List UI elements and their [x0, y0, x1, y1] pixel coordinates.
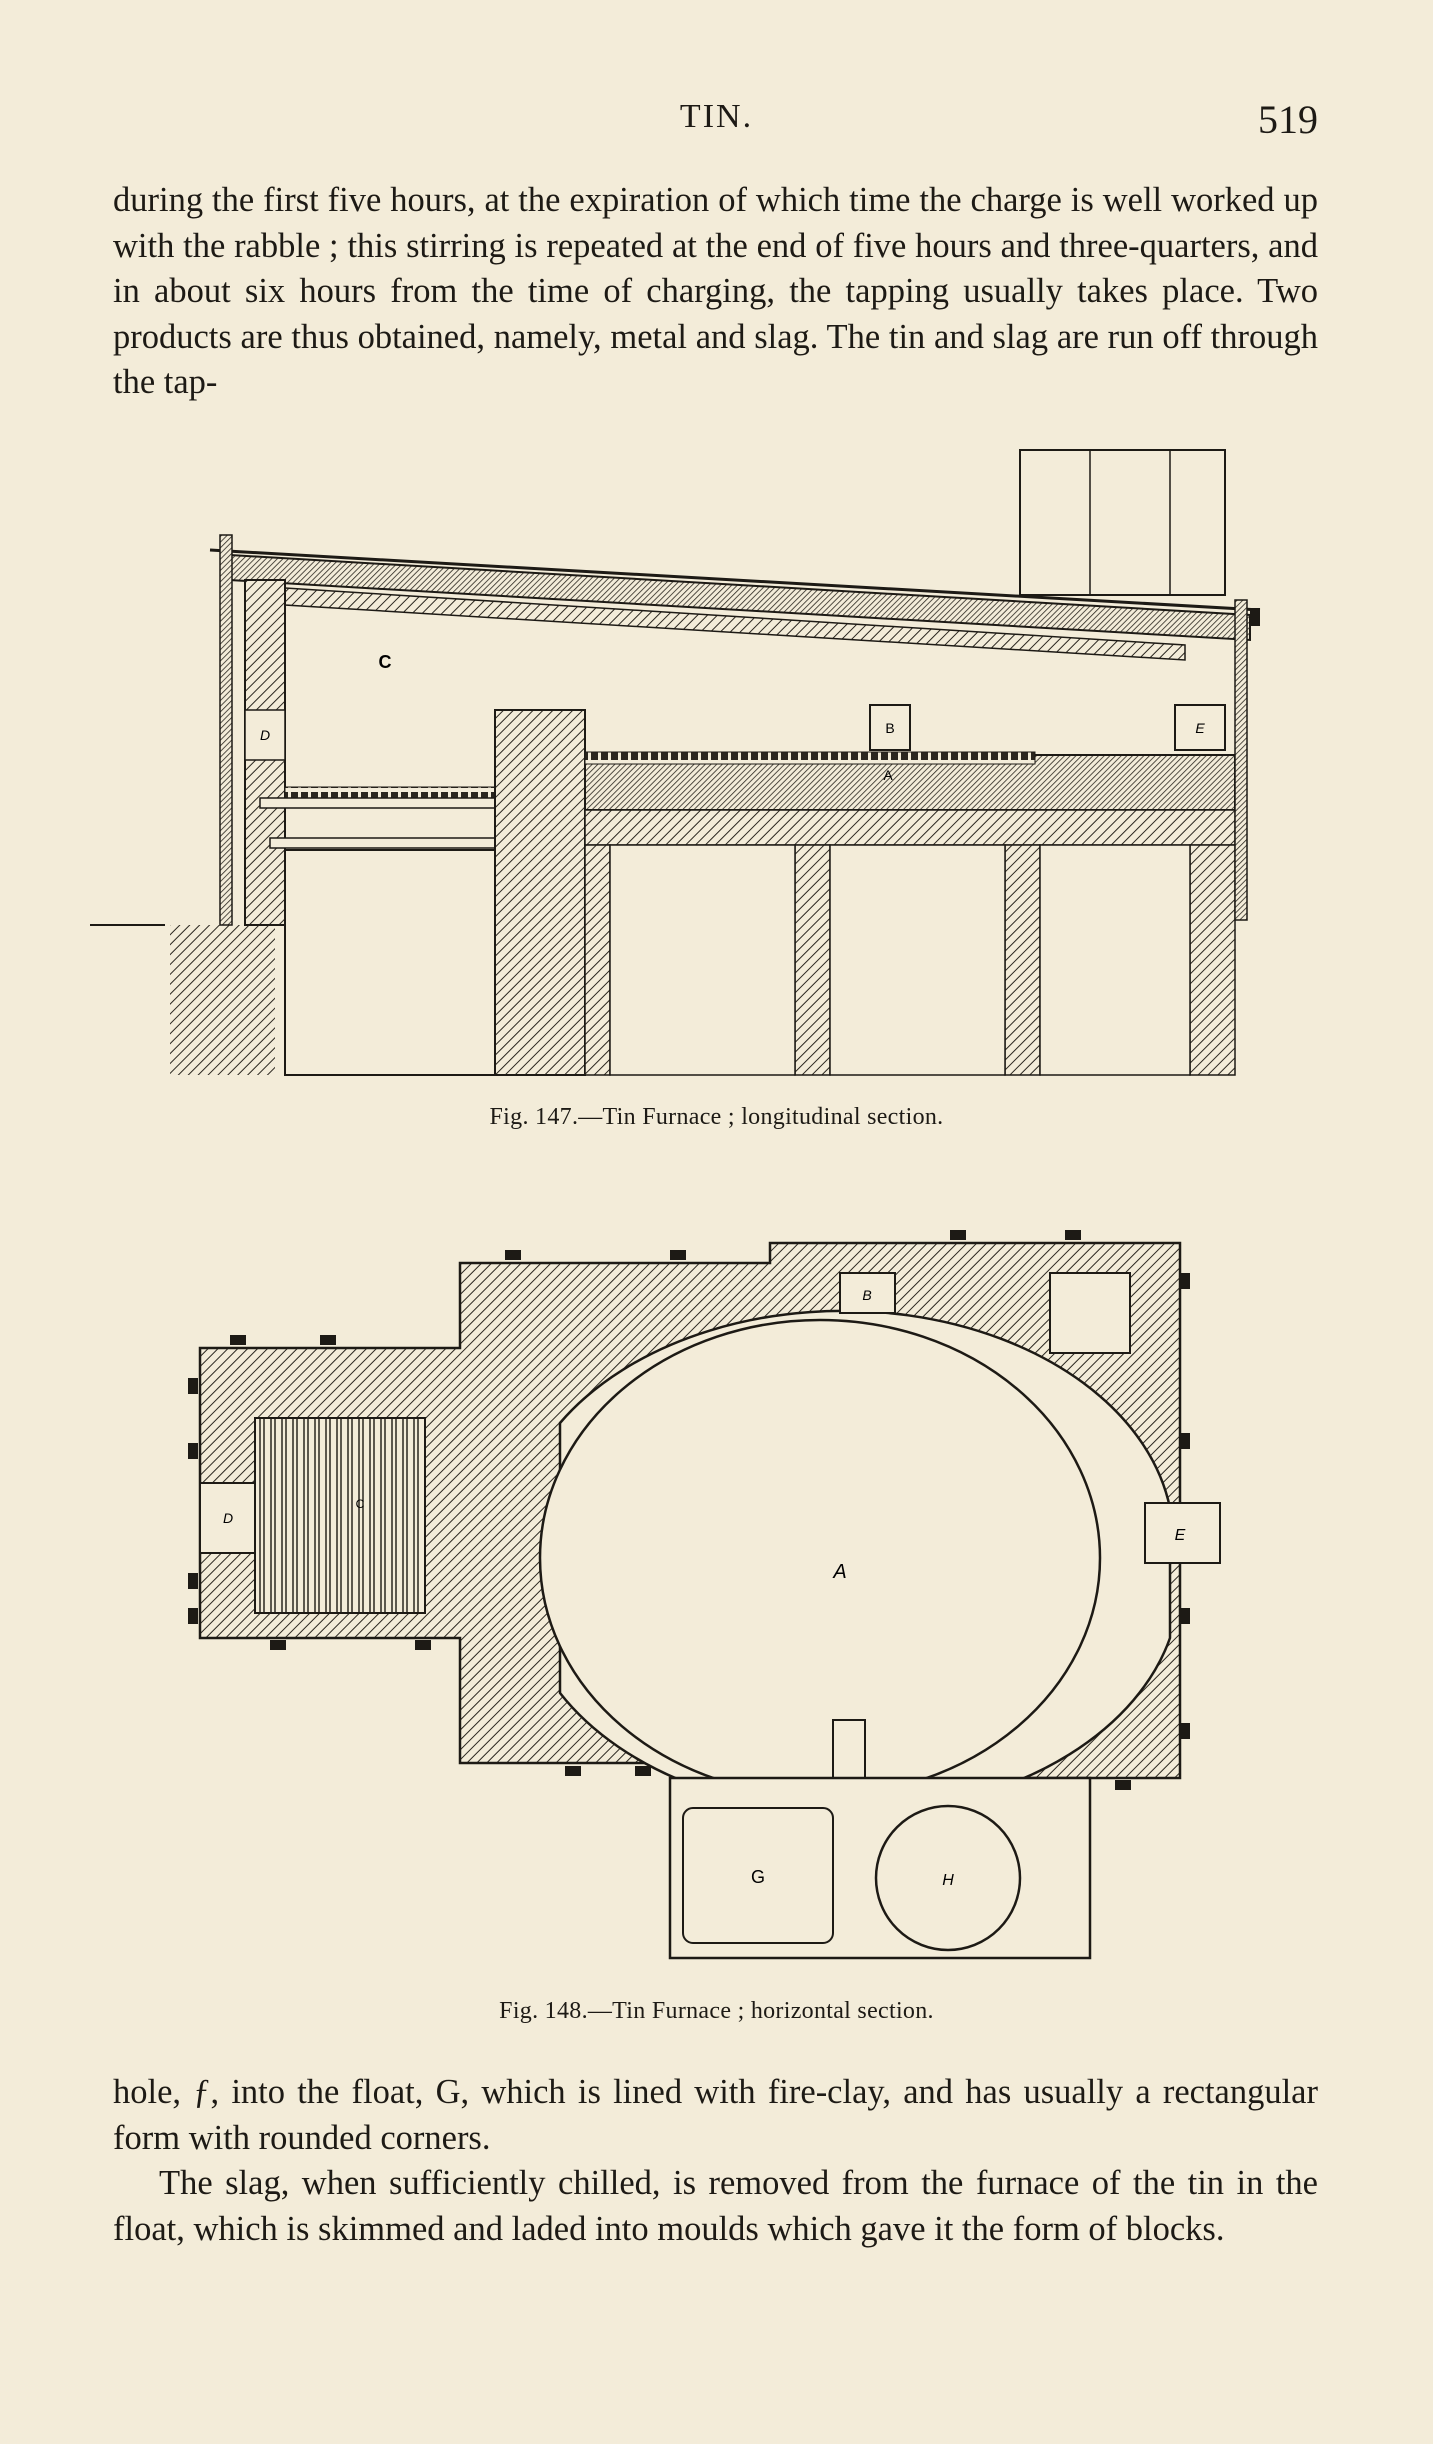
fire-bridge	[494, 709, 586, 1076]
fig147-label-b: B	[885, 720, 894, 736]
figure-148-caption: Fig. 148.—Tin Furnace ; horizontal secti…	[499, 1998, 934, 2024]
fig147-label-e: E	[1195, 720, 1205, 736]
page-number: 519	[1258, 97, 1318, 142]
firing-door-d	[199, 1482, 256, 1554]
paragraph-bottom-text-2: The slag, when sufficiently chilled, is …	[113, 2164, 1318, 2248]
figure-147-caption: Fig. 147.—Tin Furnace ; longitudinal sec…	[489, 1104, 944, 1130]
stack-outline	[1019, 449, 1226, 596]
paragraph-top: during the first five hours, at the expi…	[113, 178, 1318, 406]
fig148-label-d: D	[223, 1510, 233, 1526]
door-e	[1174, 704, 1226, 751]
door-e	[1144, 1502, 1221, 1564]
fig148-label-h: H	[942, 1872, 954, 1889]
figure-147-longitudinal-section: D C B A E	[90, 449, 1261, 1076]
float-h	[874, 1804, 1022, 1952]
fire-grate	[254, 1417, 426, 1614]
fig148-label-g: G	[751, 1867, 765, 1887]
paragraph-bottom: hole, ƒ, into the float, G, which is lin…	[113, 2070, 1318, 2252]
foundation-block	[170, 925, 275, 1075]
paragraph-top-text: during the first five hours, at the expi…	[113, 181, 1318, 401]
figure-148-horizontal-section: A C D B E G H	[188, 1230, 1221, 1960]
fig148-label-b: B	[862, 1287, 871, 1303]
door-b	[839, 1272, 896, 1314]
tie-rod-bolts	[188, 1230, 1190, 1790]
door-b	[869, 704, 911, 751]
flue-opening	[1049, 1272, 1131, 1354]
ash-pit	[284, 849, 496, 1076]
float-g	[682, 1807, 834, 1944]
fig148-label-c: C	[356, 1497, 365, 1511]
fig147-label-d: D	[260, 727, 270, 743]
fig148-label-a: A	[832, 1561, 846, 1583]
paragraph-bottom-text-1: hole, ƒ, into the float, G, which is lin…	[113, 2073, 1318, 2157]
hearth-a	[538, 1318, 1102, 1798]
fig147-label-a: A	[883, 767, 893, 783]
running-title: TIN.	[679, 98, 754, 135]
fig147-label-c: C	[379, 652, 392, 672]
fig148-label-e: E	[1175, 1527, 1186, 1544]
